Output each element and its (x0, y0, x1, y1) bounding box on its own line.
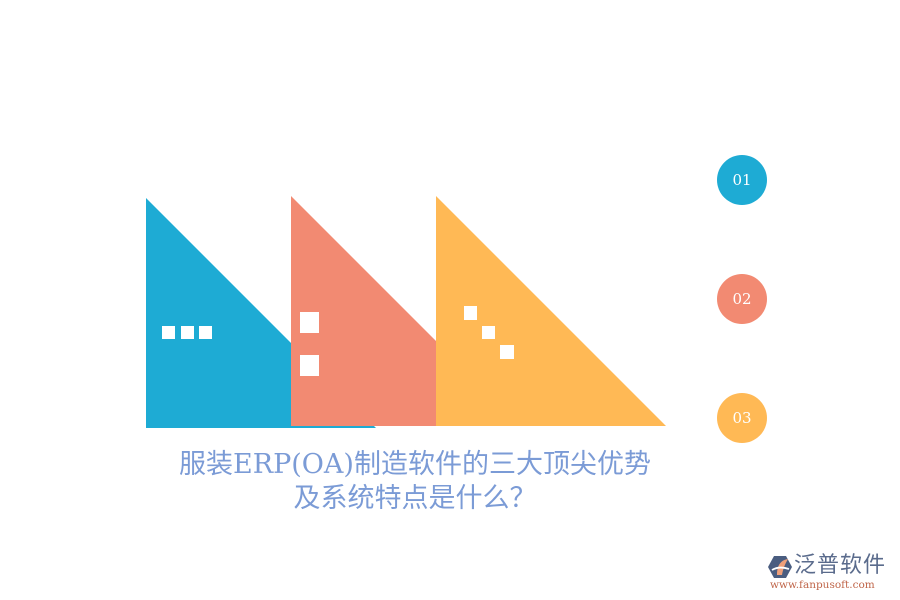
orange-triangle (436, 196, 666, 426)
blue-dot-1 (162, 326, 175, 339)
step-badge-02: 02 (717, 274, 767, 324)
step-badge-01: 01 (717, 155, 767, 205)
orange-square-1 (464, 306, 477, 320)
orange-square-3 (500, 345, 514, 359)
logo-name: 泛普软件 (794, 553, 887, 578)
salmon-triangle (291, 196, 436, 426)
salmon-square-2 (300, 355, 319, 376)
title-line-1: 服装ERP(OA)制造软件的三大顶尖优势 (179, 449, 651, 480)
orange-square-2 (482, 326, 495, 339)
step-badge-03: 03 (717, 393, 767, 443)
brand-logo: 泛普软件 www.fanpusoft.com (768, 553, 894, 593)
title-line-2: 及系统特点是什么？ (293, 483, 537, 514)
blue-dot-3 (199, 326, 212, 339)
page-title: 服装ERP(OA)制造软件的三大顶尖优势 及系统特点是什么？ (150, 448, 680, 516)
salmon-square-1 (300, 312, 319, 333)
blue-dot-2 (181, 326, 194, 339)
fanpu-logo-icon (768, 556, 792, 578)
logo-url: www.fanpusoft.com (770, 579, 875, 591)
